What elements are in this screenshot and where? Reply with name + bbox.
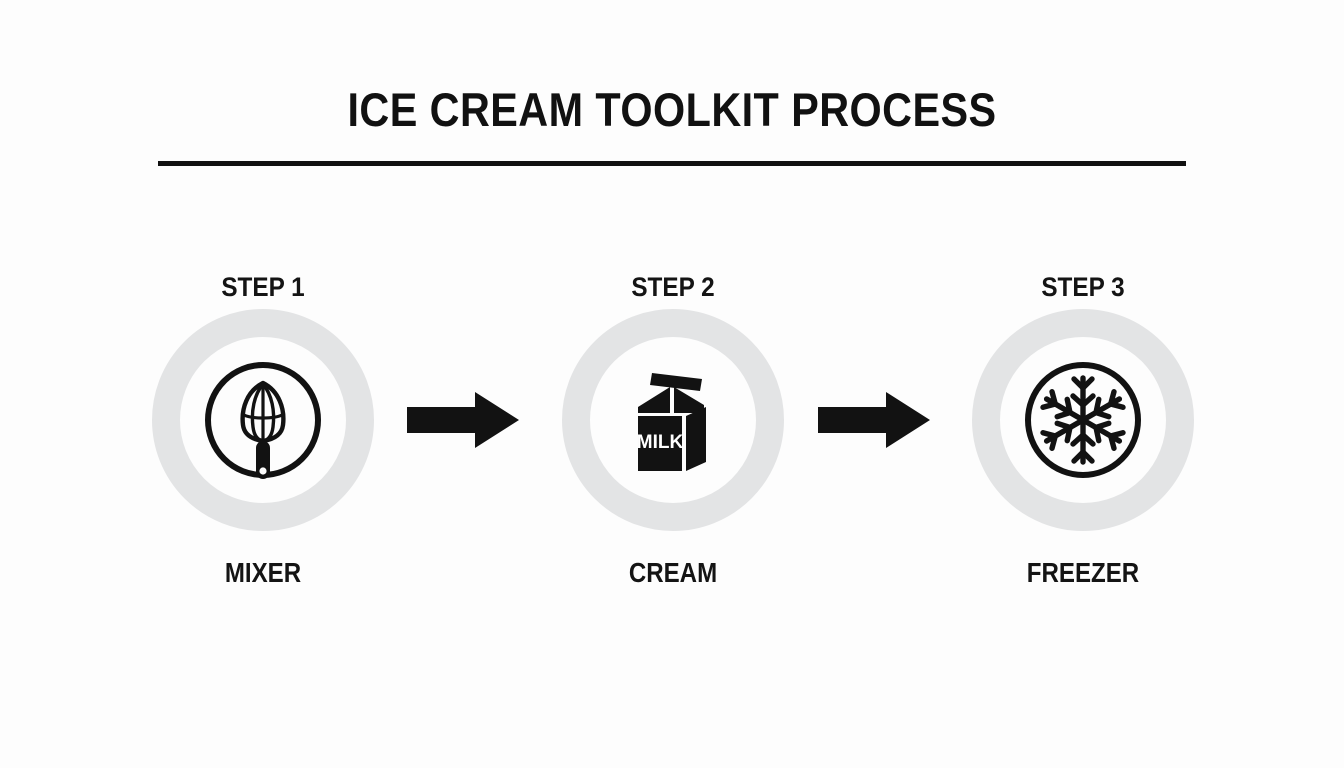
milk-carton-icon: MILK <box>562 309 784 531</box>
arrow-right-1-icon <box>407 392 519 448</box>
step-number-label: STEP 1 <box>221 272 305 302</box>
steps-row: STEP 1 MIXER <box>0 272 1344 612</box>
arrow-right-2-icon <box>818 392 930 448</box>
step-name-label: MIXER <box>224 557 302 588</box>
step-item-freezer[interactable]: STEP 3 <box>933 272 1233 612</box>
title-divider <box>158 161 1186 166</box>
snowflake-icon <box>972 309 1194 531</box>
step-number-label: STEP 3 <box>1041 272 1125 302</box>
step-number-label: STEP 2 <box>631 272 715 302</box>
page-title: ICE CREAM TOOLKIT PROCESS <box>347 83 997 136</box>
step-name-label: FREEZER <box>1026 557 1140 588</box>
step-item-mixer[interactable]: STEP 1 MIXER <box>113 272 413 612</box>
step-item-cream[interactable]: STEP 2 MILK CREAM <box>523 272 823 612</box>
step-name-label: CREAM <box>628 557 718 588</box>
milk-carton-text: MILK <box>637 432 684 453</box>
whisk-icon <box>152 309 374 531</box>
